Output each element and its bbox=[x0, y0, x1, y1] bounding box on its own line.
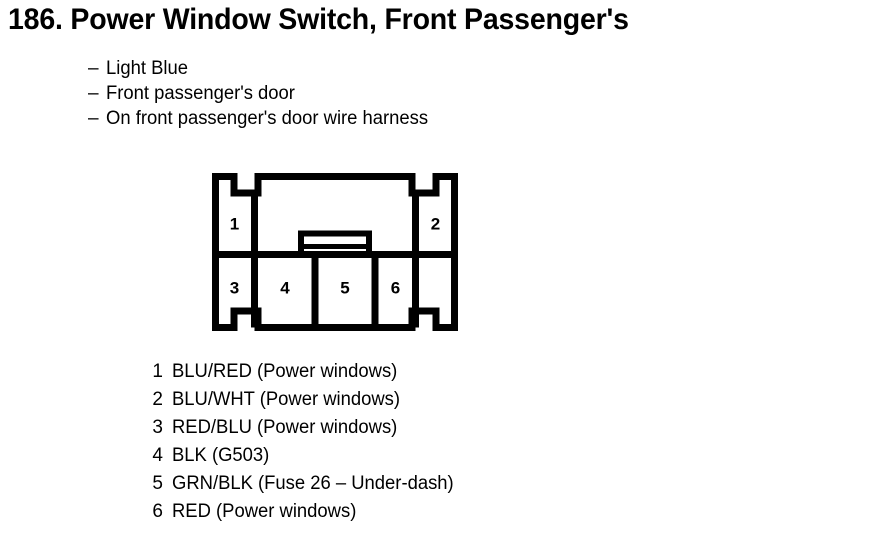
dash-bullet-icon: – bbox=[88, 83, 99, 104]
list-item: 2 BLU/WHT (Power windows) bbox=[140, 386, 760, 414]
pin-label-3: 3 bbox=[230, 278, 239, 297]
pin-label-2: 2 bbox=[431, 214, 440, 233]
list-item: – Front passenger's door bbox=[88, 81, 708, 106]
pin-description: BLU/RED (Power windows) bbox=[172, 361, 398, 382]
pin-description: BLU/WHT (Power windows) bbox=[172, 389, 401, 410]
pin-number: 5 bbox=[152, 473, 163, 494]
list-item: – On front passenger's door wire harness bbox=[88, 106, 708, 131]
pin-description: GRN/BLK (Fuse 26 – Under-dash) bbox=[172, 473, 454, 494]
dash-bullet-icon: – bbox=[88, 58, 99, 79]
pin-number: 3 bbox=[152, 417, 163, 438]
dash-bullet-icon: – bbox=[88, 108, 99, 129]
pin-description: RED (Power windows) bbox=[172, 501, 357, 522]
pin-number: 1 bbox=[152, 361, 163, 382]
pin-description: BLK (G503) bbox=[172, 445, 270, 466]
attribute-location: Front passenger's door bbox=[106, 83, 295, 104]
attribute-harness: On front passenger's door wire harness bbox=[106, 108, 429, 129]
center-latch-icon bbox=[298, 230, 372, 258]
list-item: 6 RED (Power windows) bbox=[140, 498, 760, 526]
pin-number: 4 bbox=[152, 445, 163, 466]
pin-label-4: 4 bbox=[280, 278, 290, 297]
pin-number: 2 bbox=[152, 389, 163, 410]
list-item: 3 RED/BLU (Power windows) bbox=[140, 414, 760, 442]
connector-attributes-list: – Light Blue – Front passenger's door – … bbox=[88, 56, 708, 131]
list-item: 5 GRN/BLK (Fuse 26 – Under-dash) bbox=[140, 470, 760, 498]
connector-diagram: 1 2 3 4 5 6 bbox=[205, 168, 465, 336]
pin-label-1: 1 bbox=[230, 214, 239, 233]
pin-label-6: 6 bbox=[391, 278, 400, 297]
attribute-color: Light Blue bbox=[106, 58, 188, 79]
list-item: 1 BLU/RED (Power windows) bbox=[140, 358, 760, 386]
list-item: – Light Blue bbox=[88, 56, 708, 81]
connector-outer-shell bbox=[212, 173, 458, 331]
list-item: 4 BLK (G503) bbox=[140, 442, 760, 470]
pin-number: 6 bbox=[152, 501, 163, 522]
pin-description: RED/BLU (Power windows) bbox=[172, 417, 398, 438]
pin-label-5: 5 bbox=[340, 278, 349, 297]
page-title: 186. Power Window Switch, Front Passenge… bbox=[8, 3, 629, 36]
pin-description-list: 1 BLU/RED (Power windows) 2 BLU/WHT (Pow… bbox=[140, 358, 760, 526]
